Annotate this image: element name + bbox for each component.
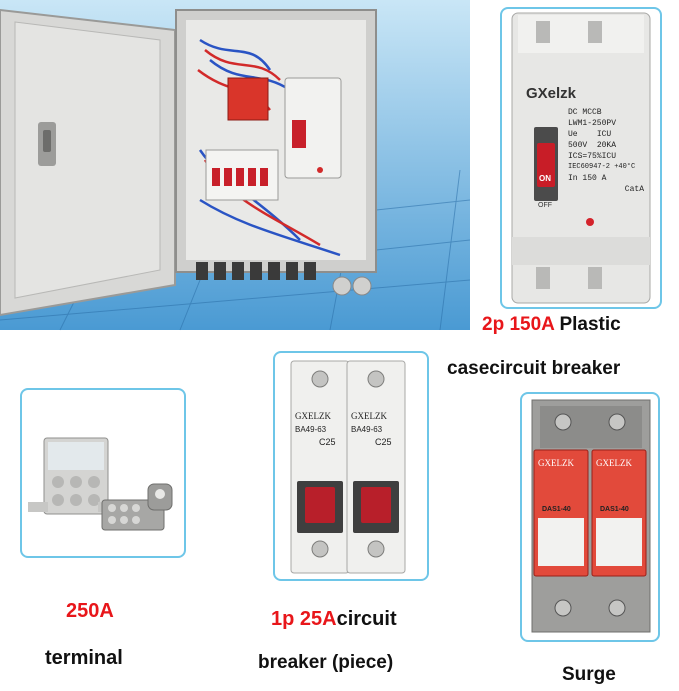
mcb-left-brand: GXELZK: [295, 411, 331, 421]
surge-image: [531, 399, 651, 633]
mccb-ue-row: Ue ICU: [568, 129, 650, 140]
combiner-box-photo: [0, 0, 470, 331]
terminal-frame: [20, 388, 186, 558]
mcb-caption-line2: breaker (piece): [258, 652, 394, 673]
mccb-icu-label: ICU: [596, 130, 612, 139]
spd-left-model: DAS1-40: [542, 506, 571, 513]
mccb-cat: CatA: [624, 185, 644, 194]
spd-left-brand: GXELZK: [538, 458, 574, 468]
mccb-model: LWM1-250PV: [568, 119, 617, 128]
mccb-ics: ICS=75%ICU: [568, 152, 617, 161]
mccb-standard: IEC60947-2 +40°C: [568, 163, 636, 171]
cable-glands: [196, 262, 316, 280]
mcb-unit-right: [346, 360, 406, 574]
mccb-spec-plate: DC MCCB LWM1-250PV Ue ICU 500V 20KA ICS=…: [568, 107, 650, 195]
mccb-image: [511, 12, 651, 304]
terminal-image: [28, 437, 173, 531]
mccb-icu-value: 20KA: [596, 141, 617, 150]
mccb-caption-line2: casecircuit breaker: [447, 358, 621, 379]
mcb-image: [290, 360, 406, 574]
mccb-caption-black: Plastic: [554, 314, 621, 335]
mcb-frame: GXELZK BA49-63 C25 GXELZK BA49-63 C25: [273, 351, 429, 581]
box-surge-device: [227, 77, 269, 121]
mccb-caption-red: 2p 150A: [482, 314, 555, 335]
spd-right-model: DAS1-40: [600, 506, 629, 513]
mccb-ue-value: 500V: [568, 141, 588, 150]
mcb-right-rating: C25: [375, 437, 392, 447]
mccb-rating: In 150 A: [568, 174, 607, 183]
mcb-left-model: BA49-63: [295, 425, 327, 434]
mccb-off-text: OFF: [538, 202, 552, 209]
box-mccb: [284, 77, 342, 179]
terminal-caption-black: terminal: [45, 647, 123, 669]
brass-bar: [101, 483, 173, 531]
mcb-right-model: BA49-63: [351, 425, 383, 434]
mccb-on-text: ON: [539, 174, 551, 183]
mcb-caption-red: 1p 25A: [271, 608, 337, 630]
mccb-brand: GXelzk: [526, 85, 577, 102]
box-mcb-row: [205, 149, 279, 201]
mccb-type: DC MCCB: [568, 108, 602, 117]
mcb-right-brand: GXELZK: [351, 411, 387, 421]
mccb-value-row: 500V 20KA: [568, 140, 650, 151]
mcb-left-rating: C25: [319, 437, 336, 447]
spd-right-brand: GXELZK: [596, 458, 632, 468]
mccb-caption-line1: 2p 150A Plastic: [482, 314, 621, 336]
mcb-caption-line1: 1p 25Acircuit: [271, 608, 397, 631]
surge-caption: Surge: [562, 664, 616, 685]
terminal-caption-red: 250A: [66, 600, 114, 622]
surge-frame: GXELZK GXELZK DAS1-40 DAS1-40: [520, 392, 660, 642]
mcb-unit-left: [290, 360, 350, 574]
mccb-ue-label: Ue: [568, 130, 578, 139]
mcb-caption-black: circuit: [336, 608, 397, 630]
mccb-frame: GXelzk DC MCCB LWM1-250PV Ue ICU 500V 20…: [500, 7, 662, 309]
